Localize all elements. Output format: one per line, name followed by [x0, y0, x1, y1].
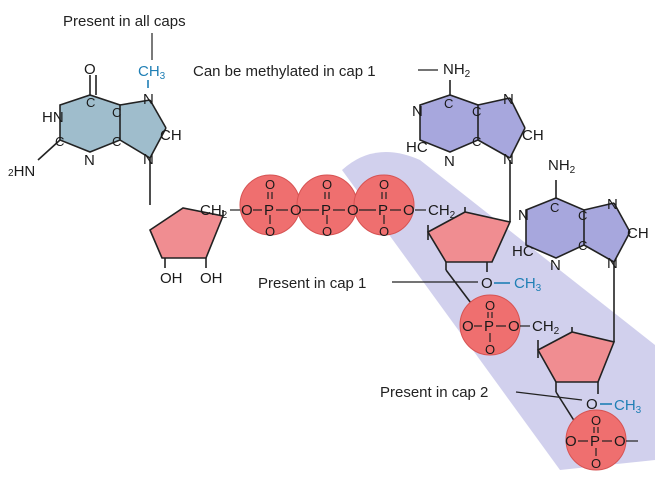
- ribose-3: [536, 331, 616, 383]
- ribose1-2-oh: OH: [160, 270, 183, 287]
- present-cap2-label: Present in cap 2: [380, 384, 488, 401]
- present-cap1-label: Present in cap 1: [258, 275, 366, 292]
- phos-alpha-top-o: O: [265, 177, 275, 192]
- adenine1-c6: C: [444, 96, 453, 111]
- phos-gamma-p: P: [378, 202, 388, 219]
- ribose3-2-o: O: [586, 396, 598, 413]
- bridge-o4: O: [403, 202, 415, 219]
- adenine-base-1: [419, 80, 526, 159]
- phosphate-gamma: [353, 174, 415, 236]
- adenine2-n7: N: [607, 196, 618, 213]
- guanine-n3: N: [84, 152, 95, 169]
- guanine-c4: C: [112, 134, 121, 149]
- bridge-o3: O: [347, 202, 359, 219]
- guanine-c2: C: [55, 134, 64, 149]
- ribose3-ch2: CH2: [532, 318, 560, 337]
- cap2-leader: [515, 391, 583, 401]
- ribose1-ch2: CH2: [200, 202, 228, 221]
- adenine-base-2: [525, 180, 631, 263]
- adenine2-c4: C: [578, 238, 587, 253]
- guanine-c8: CH: [160, 127, 182, 144]
- phos-alpha-p: P: [264, 202, 274, 219]
- trail-o-bot: O: [591, 456, 601, 471]
- phosphate-cap1-link: [459, 294, 521, 356]
- phosphate-trailing: [565, 409, 627, 471]
- ribose1-3-oh: OH: [200, 270, 223, 287]
- phos-beta-bot-o: O: [322, 224, 332, 239]
- adenine1-n3: N: [444, 153, 455, 170]
- trail-p: P: [590, 433, 600, 450]
- adenine2-c5: C: [578, 208, 587, 223]
- adenine1-n6: NH2: [443, 61, 471, 80]
- adenine1-c5: C: [472, 104, 481, 119]
- adenine1-n9: N: [503, 151, 514, 168]
- adenine2-c8: CH: [627, 225, 649, 242]
- ribose2-2-o: O: [481, 275, 493, 292]
- phos-gamma-bot-o: O: [379, 224, 389, 239]
- adenine2-n1: N: [518, 207, 529, 224]
- adenine1-c2: HC: [406, 139, 428, 156]
- n7-methyl: CH3: [138, 63, 166, 82]
- link1-o-right: O: [508, 318, 520, 335]
- guanine-amino: 2HN: [8, 163, 35, 180]
- adenine1-n7: N: [503, 91, 514, 108]
- ribose2-ch2: CH2: [428, 202, 456, 221]
- ribose3-2-methyl: CH3: [614, 397, 642, 416]
- guanine-c5: C: [112, 105, 121, 120]
- bridge-o1: O: [241, 202, 253, 219]
- phos-alpha-bot-o: O: [265, 224, 275, 239]
- adenine2-n3: N: [550, 257, 561, 274]
- present-all-caps-label: Present in all caps: [63, 13, 186, 30]
- link1-o-left: O: [462, 318, 474, 335]
- link1-p: P: [484, 318, 494, 335]
- trail-o-right: O: [614, 433, 626, 450]
- guanine-carbonyl-o: O: [84, 61, 96, 78]
- guanine-n7: N: [143, 91, 154, 108]
- adenine1-c4: C: [472, 134, 481, 149]
- phos-beta-p: P: [321, 202, 331, 219]
- adenine1-n1: N: [412, 103, 423, 120]
- link1-o-bot: O: [485, 342, 495, 357]
- bridge-o2: O: [290, 202, 302, 219]
- adenine1-c8: CH: [522, 127, 544, 144]
- ribose-2: [426, 211, 512, 263]
- ribose-1: [149, 207, 225, 259]
- guanine-c6: C: [86, 95, 95, 110]
- ribose2-2-methyl: CH3: [514, 275, 542, 294]
- phos-gamma-top-o: O: [379, 177, 389, 192]
- methylated-cap1-label: Can be methylated in cap 1: [193, 63, 376, 80]
- adenine2-c6: C: [550, 200, 559, 215]
- adenine2-n6: NH2: [548, 157, 576, 176]
- phos-beta-top-o: O: [322, 177, 332, 192]
- link1-o-top: O: [485, 298, 495, 313]
- trail-o-left: O: [565, 433, 577, 450]
- guanine-n9: N: [143, 151, 154, 168]
- guanine-n1: HN: [42, 109, 64, 126]
- methylguanine-base: [37, 75, 167, 205]
- trail-o-top: O: [591, 413, 601, 428]
- adenine2-c2: HC: [512, 243, 534, 260]
- adenine2-n9: N: [607, 255, 618, 272]
